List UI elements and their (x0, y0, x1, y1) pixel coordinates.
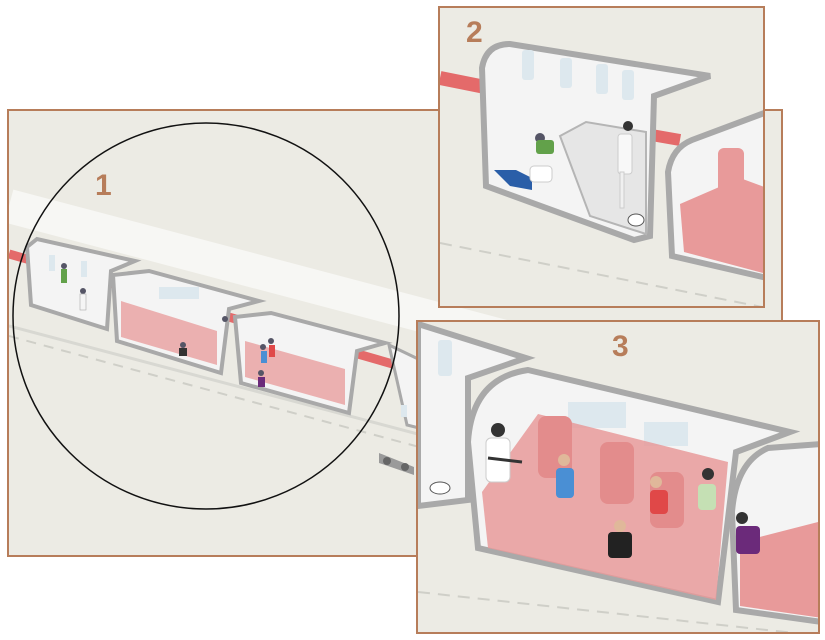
wheel (383, 457, 391, 465)
passenger-figure (179, 348, 187, 356)
passenger-figure (556, 468, 574, 498)
wheel (401, 463, 409, 471)
track-rail (418, 591, 795, 632)
passenger-figure (702, 468, 714, 480)
passenger-figure (258, 370, 264, 376)
car-1-window (49, 255, 55, 271)
panel-number-3: 3 (612, 330, 629, 363)
car-4-window (401, 405, 407, 417)
car-window (644, 422, 688, 446)
passenger-figure (736, 512, 748, 524)
passenger-figure (736, 526, 760, 554)
car-window (522, 50, 534, 80)
gunman-figure (79, 293, 87, 311)
passenger-figure (61, 269, 67, 283)
train-seat (718, 148, 744, 206)
car-window (596, 64, 608, 94)
gunman-figure (623, 121, 633, 131)
passenger-figure (269, 345, 275, 357)
passenger-figure (260, 344, 266, 350)
passenger-figure (494, 170, 532, 190)
passenger-figure (258, 377, 265, 387)
trash-bin (627, 213, 645, 227)
passenger-figure (61, 263, 67, 269)
first-car-illustration (440, 40, 763, 306)
panel-second-car: 3 (416, 320, 820, 634)
car-2-window (159, 287, 199, 299)
panel-number-2: 2 (466, 16, 483, 49)
passenger-figure (180, 342, 186, 348)
track-rail (440, 242, 763, 306)
gunman-figure (80, 288, 86, 294)
magnifier-circle (12, 122, 400, 510)
passenger-figure (268, 338, 274, 344)
second-car-illustration (418, 322, 818, 632)
train-seat (600, 442, 634, 504)
passenger-figure (222, 316, 228, 322)
passenger-figure (536, 140, 554, 154)
passenger-figure (650, 476, 662, 488)
panel-first-car: 2 (438, 6, 765, 308)
gunman-figure (617, 133, 633, 175)
car-window (560, 58, 572, 88)
panel-number-1: 1 (95, 169, 112, 202)
passenger-figure (261, 351, 267, 363)
passenger-figure (650, 490, 668, 514)
train-seats (121, 301, 217, 365)
passenger-figure (558, 454, 570, 466)
passenger-figure (608, 532, 632, 558)
passenger-figure (698, 484, 716, 510)
gunman-figure (529, 165, 553, 183)
car-1-window (81, 261, 87, 277)
car-window (438, 340, 452, 376)
car-window (568, 402, 626, 428)
gunman-figure (619, 171, 625, 209)
trash-bin (429, 481, 451, 495)
rifle (487, 456, 523, 464)
car-window (622, 70, 634, 100)
gunman-figure (491, 423, 505, 437)
wheel-bogie (379, 453, 414, 475)
passenger-figure (614, 520, 626, 532)
